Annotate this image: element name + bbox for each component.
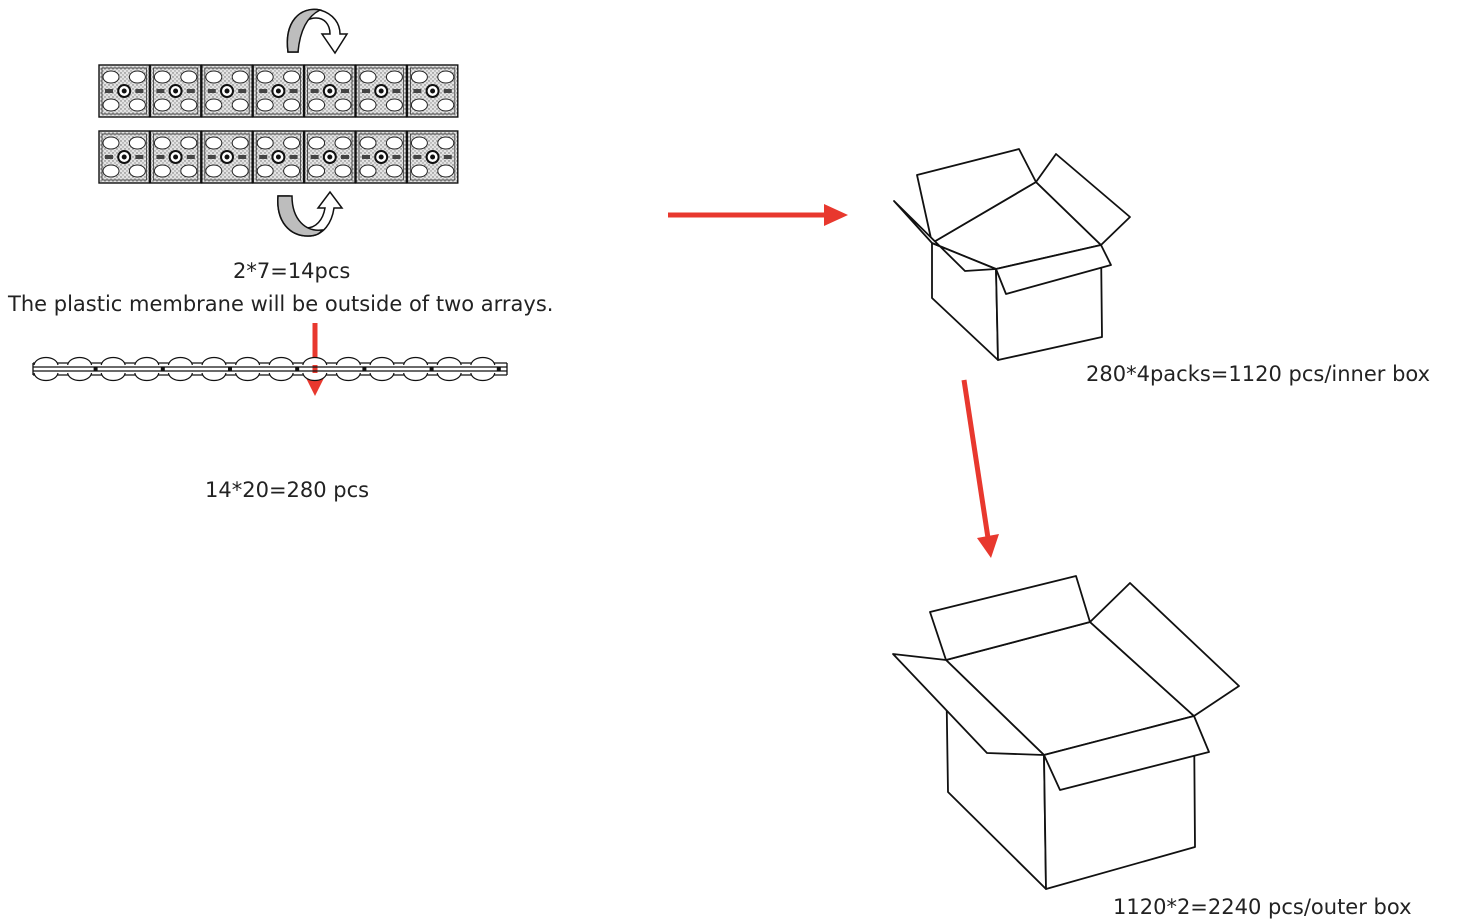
flow-arrow-right <box>668 204 848 226</box>
led-component <box>355 64 408 118</box>
membrane-note-label: The plastic membrane will be outside of … <box>8 292 554 316</box>
stack-count-label: 14*20=280 pcs <box>205 478 370 502</box>
rotate-arrow-bottom-icon <box>277 190 344 237</box>
strip-unit <box>67 356 98 382</box>
flow-arrow-down-right <box>961 379 999 558</box>
led-component <box>252 130 305 184</box>
led-array-grid <box>98 64 459 184</box>
led-component <box>149 64 202 118</box>
strip-unit <box>201 356 232 382</box>
led-component <box>252 64 305 118</box>
strip-unit <box>100 356 126 382</box>
packed-strip-stack <box>32 356 508 382</box>
led-component <box>303 130 356 184</box>
strip-unit <box>335 356 367 382</box>
led-component <box>149 130 202 184</box>
strip-unit <box>470 356 501 382</box>
rotate-arrow-top-icon <box>286 8 349 55</box>
strip-unit <box>235 356 261 382</box>
inner-box-icon <box>893 148 1131 361</box>
outer-box-icon <box>892 575 1240 890</box>
led-component <box>201 64 253 118</box>
strip-unit <box>302 356 328 382</box>
led-component <box>406 130 459 184</box>
strip-unit <box>134 356 165 382</box>
led-component <box>98 130 151 184</box>
strip-unit <box>369 356 395 382</box>
led-component <box>201 130 253 184</box>
inner-box-label: 280*4packs=1120 pcs/inner box <box>1086 362 1431 386</box>
strip-unit <box>403 356 434 382</box>
led-component <box>406 64 459 118</box>
led-component <box>355 130 408 184</box>
outer-box-label: 1120*2=2240 pcs/outer box <box>1113 895 1412 919</box>
led-component <box>303 64 356 118</box>
strip-unit <box>268 356 300 382</box>
strip-unit <box>436 356 462 382</box>
strip-unit <box>33 356 59 382</box>
array-count-label: 2*7=14pcs <box>233 259 351 283</box>
strip-unit <box>167 356 193 382</box>
led-component <box>98 64 151 118</box>
